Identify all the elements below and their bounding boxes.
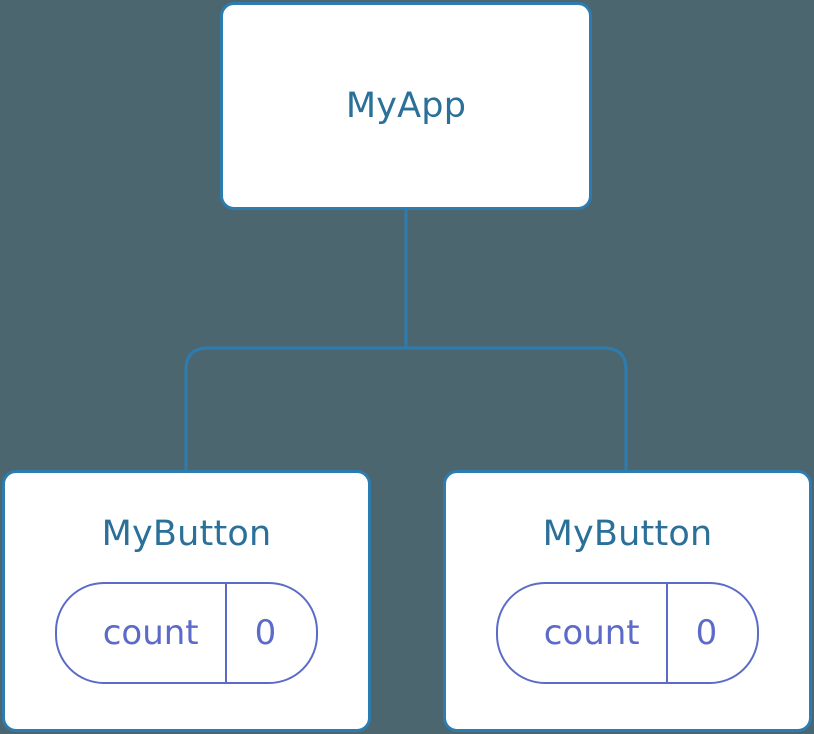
node-title: MyButton	[542, 514, 713, 554]
node-title: MyButton	[101, 514, 272, 554]
tree-node-mybutton-left[interactable]: MyButton count 0	[2, 470, 371, 732]
state-pill[interactable]: count 0	[495, 582, 760, 684]
state-pill[interactable]: count 0	[54, 582, 319, 684]
tree-node-mybutton-right[interactable]: MyButton count 0	[443, 470, 812, 732]
edge-root-to-child-right	[406, 346, 628, 472]
tree-node-myapp[interactable]: MyApp	[220, 2, 592, 210]
state-key-label: count	[102, 613, 199, 653]
state-value: 0	[254, 613, 277, 653]
state-divider	[224, 584, 227, 682]
state-value: 0	[695, 613, 718, 653]
edge-root-to-child-left	[184, 346, 406, 472]
state-divider	[665, 584, 668, 682]
node-title: MyApp	[345, 85, 467, 126]
state-key-label: count	[543, 613, 640, 653]
